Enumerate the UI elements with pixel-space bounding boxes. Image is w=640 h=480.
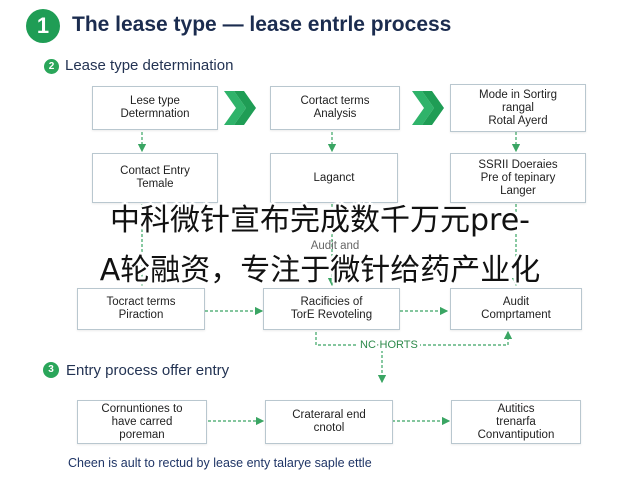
partial-label-audit: Audit and [310,240,360,252]
chevron-right-icon [224,91,256,125]
chevron-right-icon [412,91,444,125]
box-cornuntiones: Cornuntiones to have carred poreman [77,400,207,444]
diagram-title: The lease type — lease entrle process [72,13,452,36]
box-ssrii-doeraies: SSRII Doeraies Pre of tepinary Langer [450,153,586,203]
box-contract-terms-piraction: Tocract terms Piraction [77,288,205,330]
box-crateraral-end-cnotol: Crateraral end cnotol [265,400,393,444]
nc-loop [315,330,513,346]
box-autitics-convantipution: Autitics trenarfa Convantipution [451,400,581,444]
section-b-title: Entry process offer entry [66,362,230,379]
step-badge-2: 2 [44,59,59,74]
footer-note: Cheen is ault to rectud by lease enty ta… [68,456,372,470]
step-badge-1: 1 [26,9,60,43]
section-a-title: Lease type determination [65,57,234,74]
step-badge-3: 3 [43,362,59,378]
nc-horts-label: NC·HORTS [358,339,420,351]
box-mode-sorting: Mode in Sortirg rangal Rotal Ayerd [450,84,586,132]
box-contact-entry-template: Contact Entry Temale [92,153,218,203]
headline-overlay: 中科微针宣布完成数千万元pre- A轮融资，专注于微针给药产业化 [99,203,541,288]
box-racificies-revoteling: Racificies of TorE Revoteling [263,288,400,330]
box-lease-type-determination: Lese type Determnation [92,86,218,130]
box-laganct: Laganct [270,153,398,203]
box-contract-terms-analysis: Cortact terms Analysis [270,86,400,130]
box-audit-comprtament: Audit Comprtament [450,288,582,330]
